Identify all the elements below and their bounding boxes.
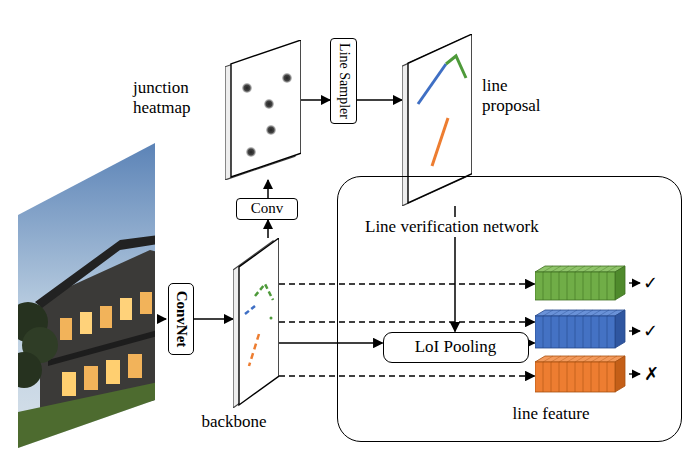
loi-pooling-box: LoI Pooling <box>383 332 529 363</box>
node-label: line proposal <box>482 76 562 115</box>
flow-arrow <box>194 318 233 320</box>
flow-arrow <box>267 220 269 238</box>
verdict-mark: ✓ <box>643 274 658 292</box>
map-plane <box>225 40 301 180</box>
line-sampler-box: Line Sampler <box>330 38 357 124</box>
dashed-arrow <box>279 321 535 323</box>
house-photo <box>6 140 158 451</box>
map-plane <box>402 34 472 206</box>
conv-box: Conv <box>236 198 298 220</box>
node-label: ConvNet <box>172 291 189 348</box>
flow-arrow <box>279 342 383 344</box>
verdict-mark: ✓ <box>643 322 658 340</box>
node-label: Line verification network <box>362 217 542 237</box>
dashed-arrow <box>279 375 535 377</box>
node-label: line feature <box>513 404 590 424</box>
node-label: backbone <box>189 412 279 432</box>
convnet-box: ConvNet <box>168 283 194 355</box>
flow-arrow <box>301 99 330 101</box>
verdict-mark: ✗ <box>644 365 659 383</box>
verdict-arrows <box>629 283 640 374</box>
node-label: Line Sampler <box>335 43 351 119</box>
feature-blocks <box>535 262 627 394</box>
feature-map: backbone <box>233 238 279 408</box>
verification-region: Line verification networkLoI Pooling line… <box>337 176 682 442</box>
node-label: Conv <box>251 200 284 217</box>
heatmap-plane: junction heatmap <box>225 40 301 180</box>
flow-arrow <box>267 180 269 198</box>
input-arrow <box>157 318 166 320</box>
proposal-plane: line proposal <box>402 34 472 206</box>
node-label: junction heatmap <box>133 78 213 117</box>
flow-arrow <box>357 99 402 101</box>
node-label: LoI Pooling <box>415 337 497 357</box>
line-feature-stack: line feature <box>535 262 627 394</box>
flow-arrow <box>529 342 535 344</box>
map-plane <box>233 238 279 408</box>
dashed-arrow <box>279 283 535 285</box>
